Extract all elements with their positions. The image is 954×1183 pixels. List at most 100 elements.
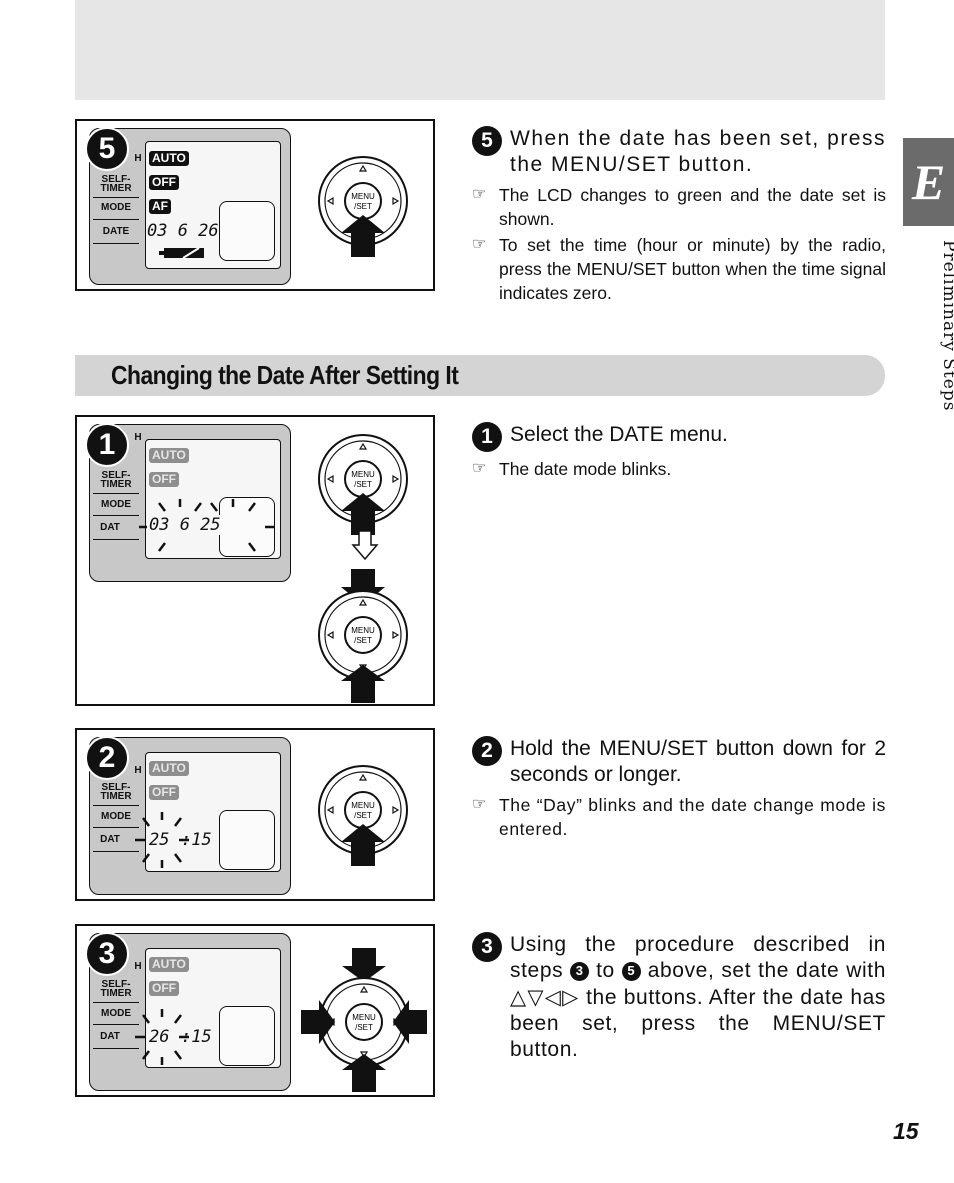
step3-text-part2: above, set the date with (647, 959, 887, 982)
step3-text: 3 Using the procedure described in steps… (472, 932, 886, 1063)
divider (93, 515, 139, 516)
step3-text-part1: Using the procedure described in steps (510, 933, 886, 982)
divider (93, 1048, 139, 1049)
divider (93, 243, 139, 244)
divider (93, 1002, 139, 1003)
step-number-3: 3 (472, 932, 502, 962)
step1-heading: 1 Select the DATE menu. (472, 422, 886, 452)
lcd-auto: AUTO (149, 151, 189, 166)
arrow-right-icon (301, 1000, 335, 1044)
lcd-viewfinder (219, 810, 275, 870)
step-ref-5: 5 (621, 961, 641, 981)
divider (93, 827, 139, 828)
divider (93, 197, 139, 198)
menu-set-dial-icon: MENU /SET (318, 434, 408, 535)
step-number-2: 2 (472, 736, 502, 766)
four-way-dial-icon: MENU /SET (301, 948, 427, 1092)
section-tab: E (903, 138, 954, 226)
blink-lines-icon (139, 499, 275, 552)
menu-label-flash: H (134, 432, 142, 443)
lcd-time-display: :15 (181, 830, 212, 850)
pointing-hand-icon: ☞ (472, 796, 487, 813)
note-text: The “Day” blinks and the date change mod… (499, 795, 886, 839)
step3-illustration: H SELF- TIMER MODE DAT AUTO OFF 26 :15 3… (75, 924, 435, 1097)
menu-label-self: SELF- (101, 782, 131, 793)
section-tab-letter: E (911, 154, 946, 210)
menu-text: MENU (351, 801, 375, 810)
menu-label-mode: MODE (101, 1008, 131, 1019)
step1-heading-text: Select the DATE menu. (510, 423, 728, 446)
lcd-off: OFF (149, 175, 179, 190)
lcd-af: AF (149, 199, 171, 214)
menu-label-mode: MODE (101, 811, 131, 822)
set-text: /SET (354, 480, 372, 489)
lcd-off: OFF (149, 785, 179, 800)
step3-heading: 3 Using the procedure described in steps… (472, 932, 886, 1063)
step2-heading-text: Hold the MENU/SET button down for 2 seco… (510, 737, 886, 786)
arrow-up-icon (341, 215, 385, 257)
menu-label-mode: MODE (101, 202, 131, 213)
step5-text: 5 When the date has been set, press the … (472, 126, 886, 305)
divider (93, 1024, 139, 1025)
menu-text: MENU (351, 470, 375, 479)
lcd-off: OFF (149, 981, 179, 996)
menu-label-flash: H (134, 765, 142, 776)
step-number-5: 5 (472, 126, 502, 156)
header-band (75, 0, 885, 100)
lcd-day-display: 25 (149, 830, 170, 850)
lcd-auto: AUTO (149, 761, 189, 776)
arrow-up-icon (341, 665, 385, 703)
section-heading-bar: Changing the Date After Setting It (75, 355, 885, 396)
menu-label-timer: TIMER (100, 479, 132, 490)
lcd-auto: AUTO (149, 957, 189, 972)
pointing-hand-icon: ☞ (472, 236, 487, 253)
side-label: Preliminary Steps (939, 240, 954, 412)
step3-heading-text: Using the procedure described in steps 3… (510, 932, 886, 1063)
divider (93, 539, 139, 540)
step1-note-1: ☞The date mode blinks. (472, 457, 886, 481)
menu-label-timer: TIMER (100, 183, 132, 194)
arrow-up-icon (342, 1054, 386, 1092)
menu-label-date: DAT (100, 522, 120, 533)
menu-label-date: DAT (100, 1031, 120, 1042)
menu-set-dial-icon: MENU /SET (318, 765, 408, 866)
menu-label-flash: H (134, 153, 142, 164)
lcd-off: OFF (149, 472, 179, 487)
divider (93, 805, 139, 806)
divider (93, 493, 139, 494)
arrow-up-icon (341, 824, 385, 866)
step-badge-1: 1 (85, 423, 129, 467)
lcd-time-display: :15 (181, 1027, 212, 1047)
pointing-hand-icon: ☞ (472, 186, 487, 203)
menu-text: MENU (351, 626, 375, 635)
menu-label-self: SELF- (101, 979, 131, 990)
step3-text-part3: the buttons. After the date has been set… (510, 986, 886, 1061)
menu-set-dial-icon: MENU /SET (318, 569, 408, 703)
step5-heading: 5 When the date has been set, press the … (472, 126, 886, 178)
battery-icon (159, 247, 204, 259)
step1-illustration: H SELF- TIMER MODE DAT AUTO OFF 03 6 25 … (75, 415, 435, 706)
step-badge-3: 3 (85, 932, 129, 976)
menu-label-date: DATE (102, 226, 130, 237)
blink-lines-icon (135, 812, 189, 868)
step-badge-2: 2 (85, 736, 129, 780)
menu-set-dial-icon: MENU /SET (318, 156, 408, 257)
menu-label-timer: TIMER (100, 988, 132, 999)
lcd-date-display: 03 6 26 (147, 221, 219, 241)
step2-heading: 2 Hold the MENU/SET button down for 2 se… (472, 736, 886, 788)
menu-text: MENU (352, 1013, 376, 1022)
step5-illustration: H SELF- TIMER MODE DATE AUTO OFF AF 03 6… (75, 119, 435, 291)
arrow-buttons-icon: △▽◁▷ (510, 985, 580, 1009)
note-text: The LCD changes to green and the date se… (499, 185, 886, 229)
section-title: Changing the Date After Setting It (111, 360, 459, 390)
step2-illustration: H SELF- TIMER MODE DAT AUTO OFF 25 :15 2… (75, 728, 435, 901)
lcd-viewfinder (219, 201, 275, 261)
menu-label-timer: TIMER (100, 791, 132, 802)
menu-label-date: DAT (100, 834, 120, 845)
menu-label-mode: MODE (101, 499, 131, 510)
note-text: The date mode blinks. (499, 459, 672, 479)
arrow-down-icon (342, 948, 386, 982)
step1-text: 1 Select the DATE menu. ☞The date mode b… (472, 422, 886, 481)
menu-label-flash: H (134, 961, 142, 972)
blink-lines-icon (135, 1009, 189, 1065)
